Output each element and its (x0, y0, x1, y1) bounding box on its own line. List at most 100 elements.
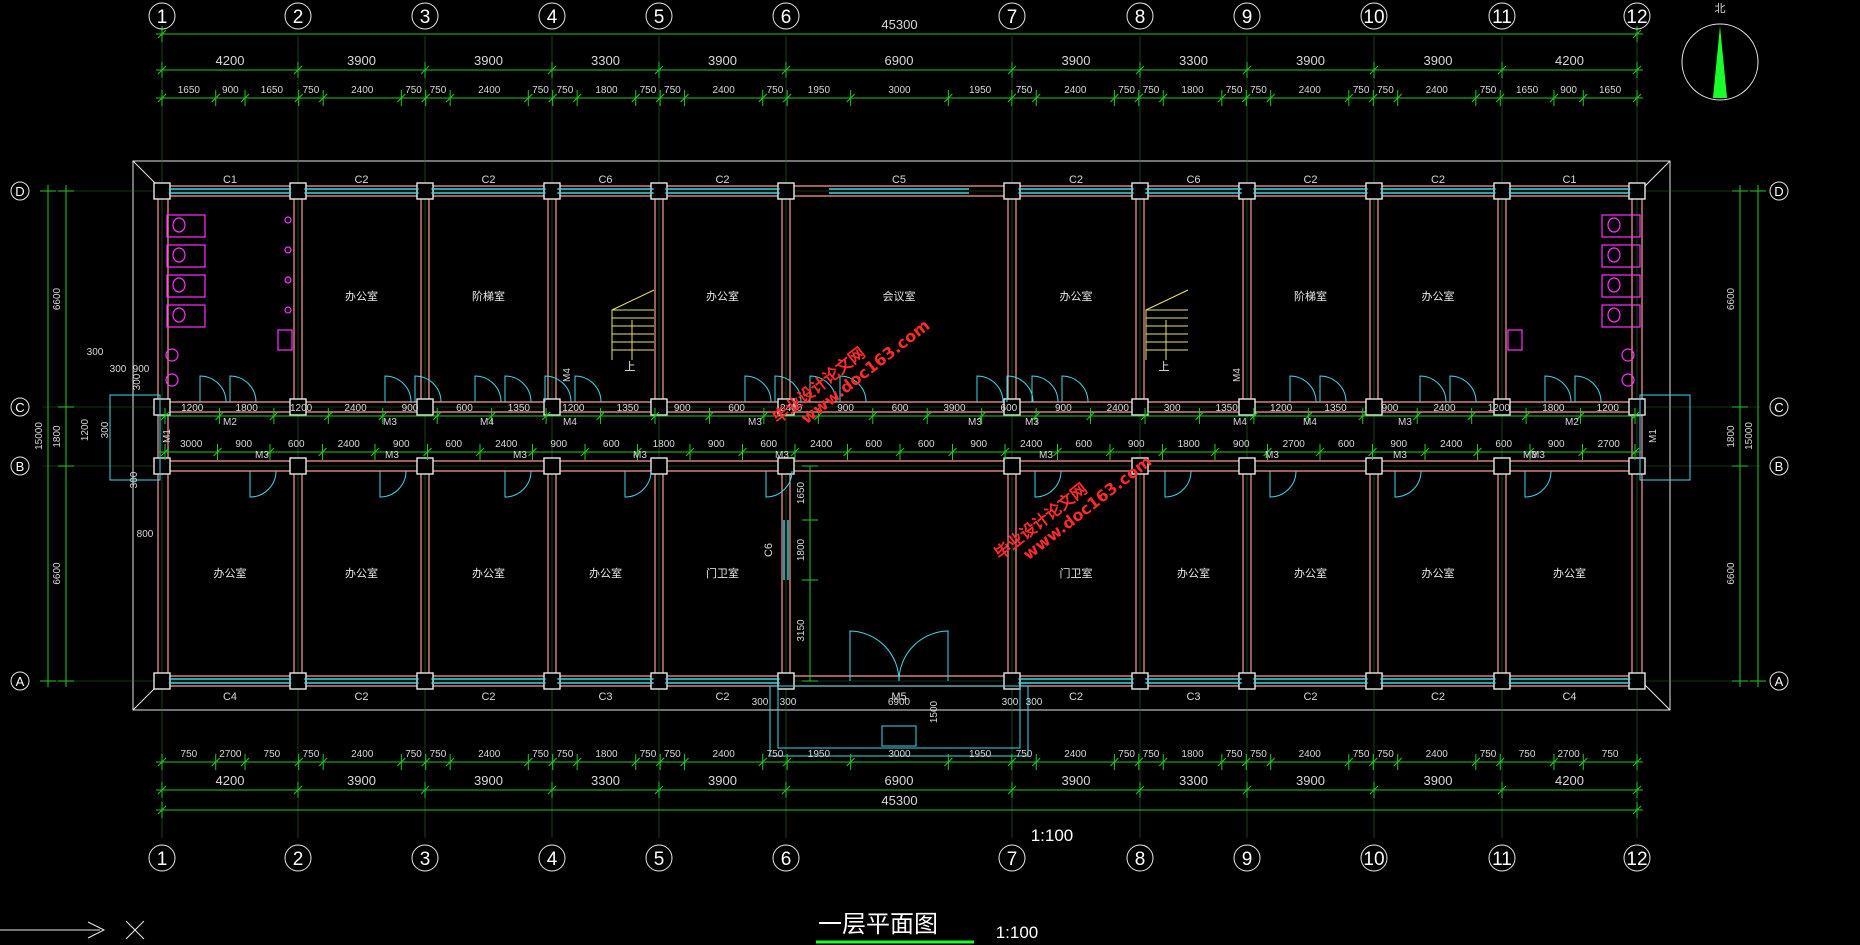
dimension-slash (843, 447, 852, 457)
dimension-slash (1420, 447, 1430, 457)
axis-number: 3 (420, 7, 431, 28)
dimension-text-vertical: 1800 (1726, 425, 1737, 448)
stair-rail (1145, 289, 1189, 360)
entry-dimension: 300 (752, 697, 769, 708)
dimension-text: 2400 (1299, 85, 1322, 96)
dimension-text: 750 (532, 749, 549, 760)
dimension-slash (1195, 411, 1204, 421)
door-tag-south: M3 (1039, 450, 1053, 461)
dimension-slash (1241, 757, 1251, 767)
door-tag-south: M3 (1393, 450, 1407, 461)
dimension-text: 1800 (595, 749, 618, 760)
door-swing (1449, 375, 1477, 403)
dimension-text: 750 (1143, 749, 1160, 760)
dimension-slash (396, 93, 406, 103)
door-tag-north: M3 (968, 417, 982, 428)
dimension-text: 1800 (1542, 403, 1565, 414)
axis-number: 2 (293, 849, 304, 870)
door-swing (1289, 375, 1317, 403)
door-tag-south: M3 (775, 450, 789, 461)
axis-bubble-icon (1126, 2, 1154, 30)
dimension-text-vertical: 6600 (1726, 562, 1737, 585)
urinal-icon (284, 306, 292, 314)
dimension-slash (977, 411, 987, 421)
dimension-text: 750 (767, 749, 784, 760)
misc-dimension: 900 (133, 364, 150, 375)
columns (153, 182, 1646, 690)
dimension-text: 3900 (943, 403, 966, 414)
mop-sink-icon (277, 329, 293, 351)
dimension-slash (1110, 757, 1119, 767)
end-vestibule-left (109, 394, 161, 481)
axis-bubble-icon (10, 181, 30, 201)
axis-number: 10 (1363, 849, 1384, 870)
dimension-text: 900 (1128, 439, 1145, 450)
door-swing (976, 375, 1004, 403)
dimension-slash (1217, 93, 1227, 103)
axis-bubble-icon (10, 671, 30, 691)
dimension-slash (1134, 757, 1144, 767)
dimension-slash (1110, 93, 1119, 103)
axis-bubble-icon (538, 844, 566, 872)
dimension-slash (1140, 411, 1150, 421)
door-swing (1061, 375, 1089, 403)
window-tag-bottom: C2 (715, 691, 729, 703)
dimension-slash (541, 411, 551, 421)
door-swing (384, 375, 412, 403)
stair-up-label: 上 (1159, 360, 1170, 373)
toilet-stall (1601, 274, 1641, 298)
axis-number: 4 (547, 7, 558, 28)
dimension-text: 300 (1164, 403, 1181, 414)
axis-number: 10 (1363, 7, 1384, 28)
window-tag-bottom: C2 (481, 691, 495, 703)
window-tag-top: C2 (481, 174, 495, 186)
axis-bubble-icon (538, 2, 566, 30)
door-swing (544, 375, 572, 403)
toilet-stall (1601, 304, 1641, 328)
dimension-text: 45300 (881, 793, 917, 808)
toilet-bowl-icon (172, 307, 186, 323)
dimension-slash (631, 757, 641, 767)
axis-bubble-icon (1488, 844, 1516, 872)
dimension-text: 3000 (180, 439, 203, 450)
dimension-slash (1368, 447, 1377, 457)
dimension-slash (790, 447, 800, 457)
dimension-text: 750 (430, 85, 447, 96)
dimension-text: 1800 (653, 439, 676, 450)
dimension-text: 2400 (344, 403, 367, 414)
dimension-slash (293, 785, 303, 795)
axis-number: 7 (1007, 849, 1018, 870)
dimension-slash (1495, 93, 1505, 103)
dimension-slash (293, 65, 303, 75)
dimension-text: 3300 (1179, 53, 1208, 68)
dimension-slash (432, 411, 442, 421)
axis-grid (42, 36, 1760, 838)
toilet-bowl-icon (1607, 277, 1621, 293)
dimension-text: 1950 (808, 85, 831, 96)
dimension-slash (211, 93, 221, 103)
dimension-slash (922, 411, 932, 421)
dimension-text: 45300 (881, 17, 917, 32)
axis-bubble-icon (148, 2, 176, 30)
column (543, 398, 561, 416)
dimension-slash (1632, 785, 1642, 795)
dimension-text: 6900 (885, 773, 914, 788)
dimension-text: 3000 (888, 85, 911, 96)
column (650, 457, 668, 475)
column (777, 457, 795, 475)
toilet-bowl-icon (172, 277, 186, 293)
dimension-slash (895, 447, 905, 457)
dimension-slash (943, 757, 953, 767)
dimension-slash (1135, 65, 1145, 75)
column (650, 182, 668, 200)
misc-dimension: 300 (87, 347, 104, 358)
dimension-text: 900 (550, 439, 567, 450)
axis-bubble-icon (1488, 2, 1516, 30)
dimension-text: 750 (303, 749, 320, 760)
dimension-slash (1249, 411, 1259, 421)
doors (109, 375, 1691, 757)
dimension-slash (1007, 785, 1017, 795)
dimension-text: 3900 (474, 773, 503, 788)
dimension-slash (1412, 411, 1422, 421)
dimension-text: 2400 (351, 749, 374, 760)
